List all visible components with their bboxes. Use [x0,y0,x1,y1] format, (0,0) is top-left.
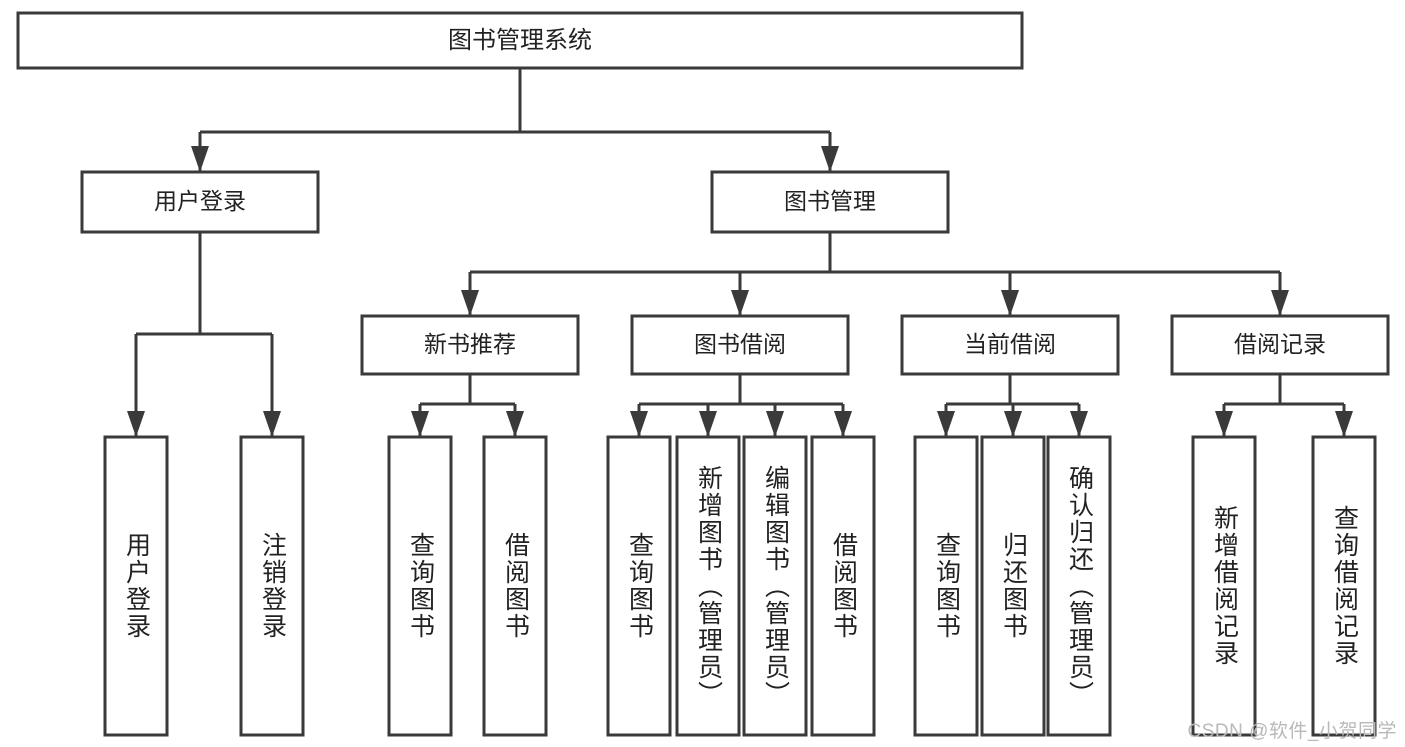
node-label-l2-借阅记录: 借阅记录 [1234,331,1326,357]
node-label-l1-图书管理: 图书管理 [784,188,876,214]
node-l2-当前借阅[interactable] [900,314,1120,376]
node-leaf-新增借阅记录[interactable] [1191,435,1257,737]
arrow-head-icon [766,411,784,437]
node-leaf-借阅图书[interactable] [810,435,876,737]
arrow-head-icon [506,411,524,437]
box-layer [16,11,1390,737]
arrow-head-icon [1004,411,1022,437]
arrow-head-icon [411,411,429,437]
arrow-head-icon [1271,290,1289,316]
node-leaf-编辑图书管理员[interactable] [742,435,808,737]
arrow-head-icon [461,290,479,316]
node-l1-用户登录[interactable] [80,170,320,234]
node-root-图书管理系统[interactable] [16,11,1024,70]
node-leaf-借阅图书[interactable] [482,435,548,737]
node-label-l2-当前借阅: 当前借阅 [964,331,1056,357]
arrow-head-icon [834,411,852,437]
node-label-l2-图书借阅: 图书借阅 [694,331,786,357]
node-label-l1-用户登录: 用户登录 [154,188,246,214]
arrow-head-icon [699,411,717,437]
arrow-head-icon [821,146,839,172]
arrow-head-icon [127,411,145,437]
node-leaf-用户登录[interactable] [103,435,169,737]
arrow-head-icon [937,411,955,437]
node-leaf-查询图书[interactable] [606,435,672,737]
node-leaf-查询图书[interactable] [387,435,453,737]
node-leaf-查询借阅记录[interactable] [1311,435,1377,737]
node-l2-图书借阅[interactable] [630,314,850,376]
node-l2-借阅记录[interactable] [1170,314,1390,376]
arrow-head-icon [1070,411,1088,437]
node-l1-图书管理[interactable] [710,170,950,234]
node-leaf-确认归还管理员[interactable] [1046,435,1112,737]
node-leaf-查询图书[interactable] [913,435,979,737]
connector-layer [127,68,1353,437]
node-leaf-注销登录[interactable] [239,435,305,737]
node-label-l2-新书推荐: 新书推荐 [424,331,516,357]
arrow-head-icon [191,146,209,172]
arrow-head-icon [630,411,648,437]
arrow-head-icon [1215,411,1233,437]
node-leaf-归还图书[interactable] [980,435,1046,737]
watermark: CSDN @软件_小贺同学 [1187,721,1397,742]
page-title: 图书管理系统 [448,27,592,54]
node-leaf-新增图书管理员[interactable] [675,435,741,737]
arrow-head-icon [1335,411,1353,437]
arrow-head-icon [731,290,749,316]
node-l2-新书推荐[interactable] [360,314,580,376]
arrow-head-icon [1001,290,1019,316]
arrow-head-icon [263,411,281,437]
